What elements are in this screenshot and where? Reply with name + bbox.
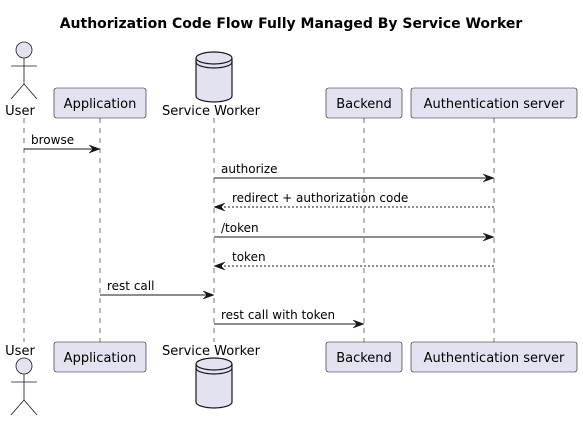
actor-icon <box>10 357 38 416</box>
message-7: rest call with token <box>214 308 365 329</box>
actor-icon <box>10 41 38 100</box>
participant-box-auth_server <box>410 341 578 373</box>
lifelines <box>23 118 495 342</box>
participant-label-auth_server: Authentication server <box>424 351 565 366</box>
message-5: token <box>213 250 494 271</box>
message-label: redirect + authorization code <box>232 191 408 205</box>
participant-top-application: Application <box>53 87 147 119</box>
participant-label-application: Application <box>64 97 137 112</box>
participant-bottom-user: User <box>5 344 38 416</box>
participant-top-user: User <box>5 41 38 119</box>
message-label: rest call with token <box>221 308 335 322</box>
database-icon <box>195 357 233 409</box>
participant-label-user: User <box>5 104 35 119</box>
participant-label-backend: Backend <box>336 351 392 366</box>
participant-bottom-backend: Backend <box>325 341 403 373</box>
message-6: rest call <box>100 279 215 300</box>
participant-label-auth_server: Authentication server <box>424 97 565 112</box>
participant-label-service_worker: Service Worker <box>162 104 261 119</box>
participant-label-user: User <box>5 344 35 359</box>
participant-label-service_worker: Service Worker <box>162 344 261 359</box>
message-label: rest call <box>107 279 154 293</box>
message-1: browse <box>24 133 101 154</box>
arrow-head-icon <box>482 173 495 183</box>
participant-box-backend <box>325 87 403 119</box>
participant-box-auth_server <box>410 87 578 119</box>
arrow-head-icon <box>202 290 215 300</box>
participant-box-application <box>53 341 147 373</box>
messages: browse authorize redirect + authorization … <box>24 133 495 329</box>
participant-label-backend: Backend <box>336 97 392 112</box>
database-icon <box>195 51 233 103</box>
message-label: token <box>232 250 266 264</box>
participant-bottom-service_worker: Service Worker <box>162 344 261 409</box>
participant-top-backend: Backend <box>325 87 403 119</box>
participant-top-service_worker: Service Worker <box>162 51 261 119</box>
participant-bottom-auth_server: Authentication server <box>410 341 578 373</box>
participant-bottom-application: Application <box>53 341 147 373</box>
participants-bottom: User Application Service Worker Backend Auth… <box>5 341 578 416</box>
arrow-head-icon <box>213 202 226 212</box>
participant-label-application: Application <box>64 351 137 366</box>
diagram-title: Authorization Code Flow Fully Managed By… <box>60 16 523 32</box>
arrow-head-icon <box>88 144 101 154</box>
message-4: /token <box>214 221 495 242</box>
participant-box-backend <box>325 341 403 373</box>
participant-top-auth_server: Authentication server <box>410 87 578 119</box>
message-label: /token <box>221 221 259 235</box>
arrow-head-icon <box>352 319 365 329</box>
arrow-head-icon <box>213 261 226 271</box>
message-label: authorize <box>221 162 278 176</box>
participants-top: User Application Service Worker Backend Auth… <box>5 41 578 119</box>
arrow-head-icon <box>482 232 495 242</box>
message-label: browse <box>31 133 74 147</box>
message-2: authorize <box>214 162 495 183</box>
participant-box-application <box>53 87 147 119</box>
message-3: redirect + authorization code <box>213 191 494 212</box>
